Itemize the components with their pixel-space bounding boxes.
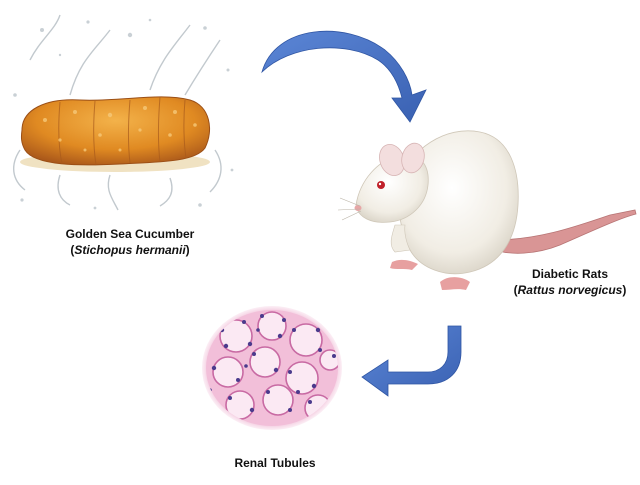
sci-close-paren: ) — [622, 283, 627, 297]
label-golden-sea-cucumber: Golden Sea Cucumber (Stichopus hermanii) — [40, 226, 220, 258]
curved-arrow-to-rats — [261, 30, 427, 123]
curved-arrow-to-tubules — [361, 325, 462, 397]
sci-name-italic: Rattus norvegicus — [517, 283, 623, 297]
tubules-name: Renal Tubules — [234, 456, 316, 470]
label-renal-tubules: Renal Tubules — [210, 455, 340, 471]
rats-common-name: Diabetic Rats — [531, 267, 609, 281]
label-diabetic-rats: Diabetic Rats (Rattus norvegicus) — [505, 266, 635, 298]
cucumber-common-name: Golden Sea Cucumber — [65, 227, 195, 241]
water-splash-icon — [13, 14, 222, 211]
water-droplets-icon — [13, 18, 234, 210]
cucumber-scientific-name: (Stichopus hermanii) — [40, 242, 220, 258]
rats-scientific-name: (Rattus norvegicus) — [505, 282, 635, 298]
sci-name-italic: Stichopus hermanii — [74, 243, 186, 257]
white-rat-illustration — [337, 130, 637, 290]
sci-open-paren: ( — [70, 243, 75, 257]
renal-tubules-histology — [202, 306, 342, 430]
sci-open-paren: ( — [513, 283, 518, 297]
sea-cucumber-illustration — [20, 96, 211, 172]
sci-close-paren: ) — [185, 243, 190, 257]
